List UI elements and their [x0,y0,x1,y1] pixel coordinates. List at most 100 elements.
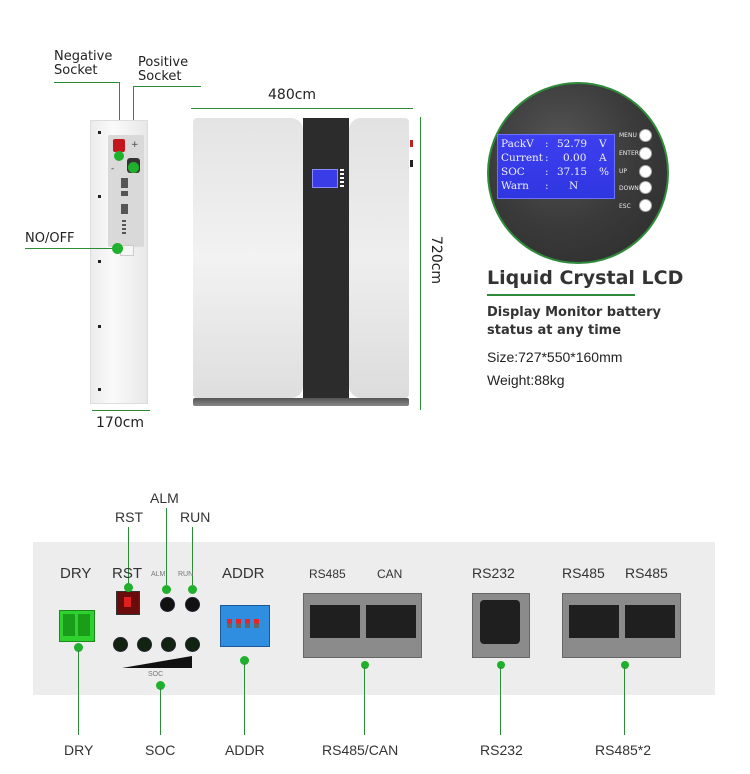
rst-dot [124,583,133,592]
mount-hole [98,195,101,198]
positive-socket-label-line1: Positive [138,55,189,70]
down-button[interactable] [639,181,652,194]
front-width-dimension: 480cm [268,87,317,103]
lcd-row-unit: A [599,152,607,164]
alm-callout-line [166,508,167,585]
port-stack [122,220,126,236]
run-callout-label: RUN [180,509,211,525]
run-led [185,597,200,612]
positive-socket-dot [128,162,139,173]
enter-button[interactable] [639,147,652,160]
alm-panel-label: ALM [151,571,166,578]
mount-hole [98,260,101,263]
positive-socket-label: Positive Socket [138,56,188,84]
soc-led-1 [113,637,128,652]
lcd-row-warn: Warn : N [501,180,613,193]
dip-toggle[interactable] [227,619,232,628]
run-dot [188,585,197,594]
run-callout-line [192,527,193,585]
side-black-terminal [410,160,413,167]
side-red-terminal [410,140,413,147]
front-height-dimension: 720cm [428,236,444,285]
lcd-row-sep: : [545,138,549,150]
lcd-row-name: PackV [501,138,534,150]
menu-button[interactable] [639,129,652,142]
mount-hole [98,325,101,328]
rs485a-panel-label: RS485 [562,565,605,581]
rs485-panel-label: RS485 [309,567,346,581]
lcd-screen: PackV : 52.79 V Current : 0.00 A SOC : 3… [497,134,615,199]
lcd-row-value: 37.15 [557,166,588,178]
down-button-label: DOWN [619,185,639,192]
lcd-title: Liquid Crystal LCD [487,267,684,289]
rs485b-jack[interactable] [625,605,675,638]
rs485x2-callout-label: RS485*2 [595,742,652,758]
rst-button-cap [124,597,131,607]
mount-hole [98,131,101,134]
esc-button-label: ESC [619,203,631,210]
rs485-can-callout-label: RS485/CAN [322,742,399,758]
dip-toggle[interactable] [245,619,250,628]
port-stack [121,204,128,214]
switch-callout-line [25,248,117,249]
front-left-door [193,118,303,398]
lcd-row-packv: PackV : 52.79 V [501,138,613,151]
side-width-dimension: 170cm [96,415,145,431]
addr-dot [240,656,249,665]
soc-led-4 [185,637,200,652]
rs232-jack[interactable] [480,600,520,644]
negative-socket [113,139,125,152]
dip-toggle[interactable] [254,619,259,628]
lcd-row-name: Warn [501,180,529,192]
lcd-row-name: Current [501,152,544,164]
negative-socket-label-line1: Negative [54,49,113,64]
front-right-door [349,118,409,398]
dry-contact-slot [63,614,75,636]
rs485b-panel-label: RS485 [625,565,668,581]
rs232-panel-label: RS232 [472,565,515,581]
dry-contact-slot [78,614,90,636]
rs485-can-dot [361,661,369,669]
alm-led [160,597,175,612]
lcd-row-value: 0.00 [563,152,587,164]
can-panel-label: CAN [377,567,403,581]
addr-callout-line [244,663,245,735]
lcd-row-unit: V [599,138,607,150]
front-width-line [191,108,413,109]
lcd-subtitle: Display Monitor battery status at any ti… [487,304,661,340]
soc-dot [156,681,165,690]
switch-dot [112,243,123,254]
can-jack[interactable] [366,605,416,638]
rst-callout-line [128,527,129,584]
soc-ramp [122,656,192,668]
rs485x2-callout-line [624,667,625,735]
rs485x2-dot [621,661,629,669]
plus-sign: + [131,140,139,150]
lcd-row-sep: : [545,180,549,192]
lcd-title-underline [487,294,635,296]
up-button[interactable] [639,165,652,178]
up-button-label: UP [619,168,628,175]
lcd-row-sep: : [545,152,549,164]
port-stack [121,178,128,188]
soc-panel-label: SOC [148,671,164,678]
size-spec: Size:727*550*160mm [487,349,623,365]
rs485-can-callout-line [364,667,365,735]
mini-buttons [340,169,344,187]
esc-button[interactable] [639,199,652,212]
dry-callout-line [78,650,79,735]
mini-lcd [312,169,338,188]
lcd-subtitle-line1: Display Monitor battery [487,305,661,320]
dip-toggle[interactable] [236,619,241,628]
lcd-row-soc: SOC : 37.15 % [501,166,613,179]
dry-panel-label: DRY [60,565,92,582]
addr-callout-label: ADDR [225,742,265,758]
alm-callout-label: ALM [150,490,179,506]
rs485-jack[interactable] [310,605,360,638]
weight-spec: Weight:88kg [487,372,565,388]
side-width-line [92,410,150,411]
front-base [193,398,409,406]
rs485a-jack[interactable] [569,605,619,638]
rs232-callout-label: RS232 [480,742,523,758]
lcd-row-value: N [569,180,579,192]
